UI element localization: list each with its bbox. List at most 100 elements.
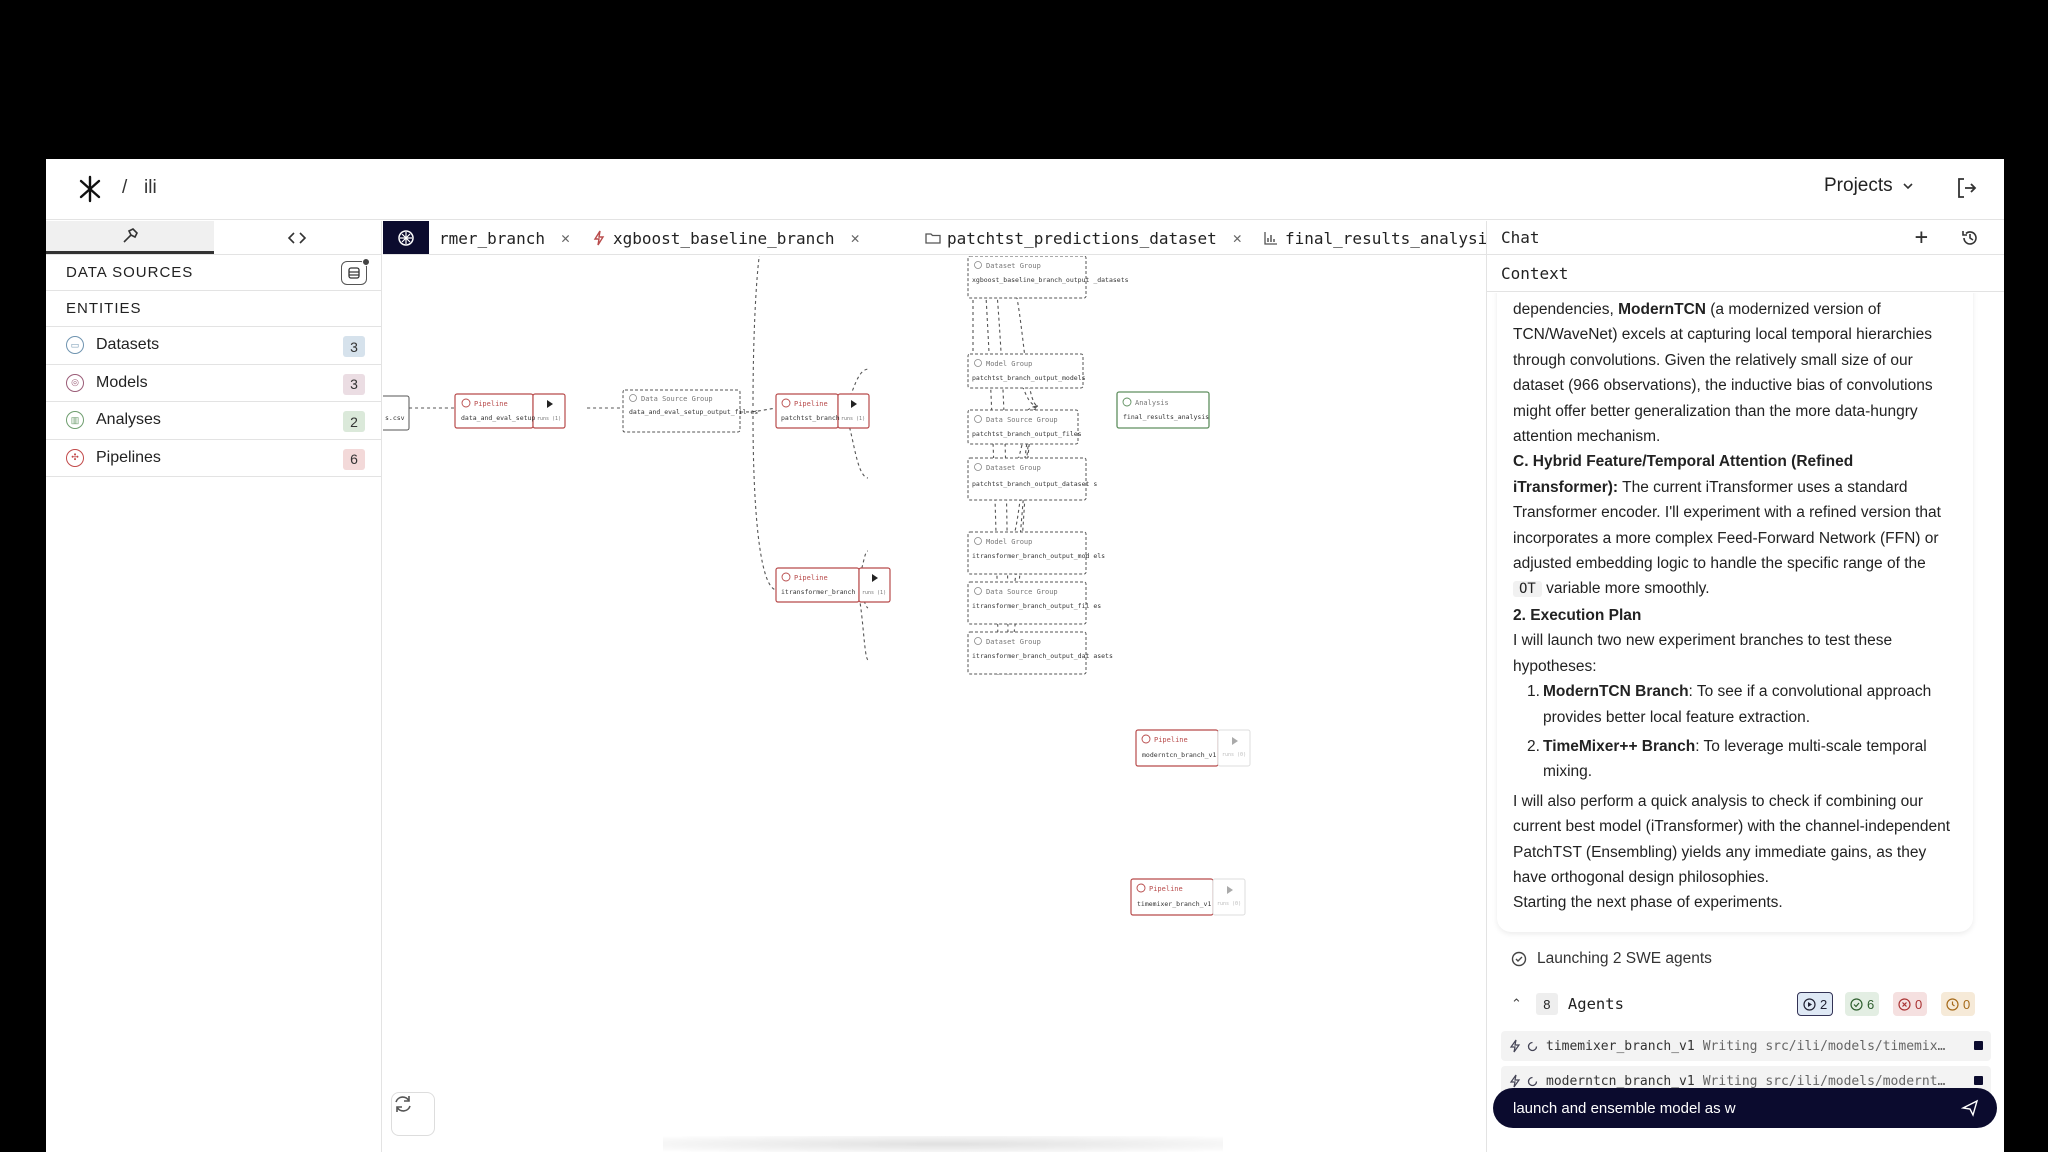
assistant-message: dependencies, ModernTCN (a modernized ve… (1497, 293, 1973, 932)
list-item: 2.TimeMixer++ Branch: To leverage multi-… (1513, 734, 1957, 785)
tab-xgboost-baseline-branch[interactable]: xgboost_baseline_branch ✕ (591, 221, 860, 254)
tab-patchtst-predictions-dataset[interactable]: patchtst_predictions_dataset ✕ (925, 221, 1242, 254)
done-badge[interactable]: 6 (1845, 992, 1880, 1016)
pipeline-icon (593, 230, 605, 246)
stop-icon[interactable] (1974, 1076, 1983, 1085)
running-badge[interactable]: 2 (1797, 992, 1834, 1016)
node-label: final_results_analysis (1123, 413, 1209, 421)
node-type: Dataset Group (986, 262, 1041, 270)
bolt-icon (1509, 1074, 1521, 1088)
message-text: : To see if a convolutional approach pro… (1543, 683, 1932, 726)
graph-node-patchtst-output-files[interactable]: Data Source Group patchtst_branch_output… (967, 409, 1082, 445)
graph-node-timemixer-branch[interactable]: Pipeline timemixer_branch_v1 runs (0) (1130, 878, 1246, 916)
new-chat-button[interactable]: + (1914, 225, 1928, 250)
entities-label: ENTITIES (66, 300, 142, 317)
close-icon[interactable]: ✕ (850, 229, 860, 247)
graph-node-patchtst-output-models[interactable]: Model Group patchtst_branch_output_model… (967, 353, 1086, 389)
sidebar-item-analyses[interactable]: ▥ Analyses 2 (46, 402, 381, 440)
tab-label: final_results_analysis (1285, 228, 1497, 248)
logo-icon[interactable] (76, 175, 104, 203)
close-icon[interactable]: ✕ (1232, 229, 1242, 247)
message-text: dependencies, (1513, 301, 1619, 318)
tab-tools[interactable] (46, 221, 214, 254)
active-tab-icon[interactable] (383, 221, 429, 254)
play-icon[interactable] (547, 400, 553, 408)
pending-badge[interactable]: 0 (1941, 992, 1976, 1016)
projects-dropdown[interactable]: Projects (1824, 175, 1915, 197)
send-icon[interactable] (1961, 1099, 1979, 1117)
check-circle-icon (1511, 951, 1527, 967)
node-type: Dataset Group (986, 638, 1041, 646)
data-sources-section[interactable]: DATA SOURCES (46, 255, 381, 291)
message-paragraph: C. Hybrid Feature/Temporal Attention (Re… (1513, 449, 1957, 602)
graph-node-final-results-analysis[interactable]: Analysis final_results_analysis (1116, 391, 1210, 429)
graph-node-itransformer-output-files[interactable]: Data Source Group itransformer_branch_ou… (967, 581, 1101, 625)
graph-node-moderntcn-branch[interactable]: Pipeline moderntcn_branch_v1 runs (0) (1135, 729, 1251, 767)
node-type: Pipeline (794, 574, 828, 582)
message-text: : To leverage multi-scale temporal mixin… (1543, 737, 1927, 781)
chevron-up-icon[interactable]: ⌃ (1511, 996, 1522, 1011)
data-source-icon (974, 415, 982, 423)
history-icon[interactable] (1960, 228, 1980, 248)
message-text: The current iTransformer uses a standard… (1513, 478, 1941, 573)
refresh-icon (395, 1096, 411, 1112)
node-label: data_and_eval_setup (461, 414, 535, 422)
graph-node-itransformer-output-models[interactable]: Model Group itransformer_branch_output_m… (967, 531, 1105, 575)
chat-input[interactable] (1513, 1099, 1933, 1117)
play-icon[interactable] (872, 574, 878, 582)
data-sources-button[interactable] (341, 258, 370, 285)
tab-label: patchtst_predictions_dataset (947, 228, 1217, 248)
graph-node-csv[interactable]: s.csv (383, 395, 410, 431)
model-icon (974, 537, 982, 545)
agent-activity: Writing src/ili/models/timemixer... (1702, 1038, 1953, 1054)
tab-code[interactable] (214, 221, 382, 254)
pipeline-icon (781, 572, 791, 582)
dataset-icon (974, 261, 982, 269)
agent-name: moderntcn_branch_v1 (1546, 1073, 1695, 1089)
message-bold: ModernTCN Branch (1543, 683, 1689, 701)
graph-node-data-and-eval-setup[interactable]: Pipeline data_and_eval_setup runs (1) (454, 393, 566, 429)
node-label: itransformer_branch_output_dat asets (972, 652, 1113, 660)
sidebar-item-models[interactable]: ◎ Models 3 (46, 365, 381, 402)
scroll-shadow (663, 1136, 1223, 1152)
hammer-icon (123, 228, 138, 243)
sidebar-item-pipelines[interactable]: ✣ Pipelines 6 (46, 440, 381, 477)
clock-icon (1946, 997, 1959, 1011)
spinner-icon (1527, 1041, 1538, 1051)
graph-node-xgboost-output-datasets[interactable]: Dataset Group xgboost_baseline_branch_ou… (967, 256, 1129, 299)
graph-node-itransformer-branch[interactable]: Pipeline itransformer_branch runs (1) (775, 567, 891, 603)
play-icon[interactable] (1227, 886, 1233, 894)
breadcrumb-project[interactable]: ili (144, 177, 157, 198)
failed-badge[interactable]: 0 (1893, 992, 1928, 1016)
agents-summary[interactable]: ⌃ 8 Agents 2 6 0 0 (1511, 990, 1989, 1018)
message-heading: 2. Execution Plan (1513, 603, 1957, 628)
chat-context[interactable]: Context (1487, 255, 2004, 292)
notification-dot (362, 258, 370, 266)
refresh-button[interactable] (391, 1092, 435, 1136)
graph-node-data-source-group[interactable]: Data Source Group data_and_eval_setup_ou… (622, 389, 758, 433)
chat-input-bar[interactable] (1493, 1088, 1997, 1128)
close-icon[interactable]: ✕ (560, 229, 570, 247)
graph-node-patchtst-branch[interactable]: Pipeline patchtst_branch runs (1) (775, 393, 870, 429)
list-number: 1. (1527, 683, 1540, 701)
node-type: Data Source Group (986, 416, 1058, 424)
pipeline-graph-canvas[interactable]: .edge { fill: none; stroke: #555; stroke… (383, 256, 1533, 1152)
message-text: I will launch two new experiment branche… (1513, 632, 1893, 675)
tab-itransformer-branch[interactable]: rmer_branch ✕ (439, 221, 570, 254)
graph-node-itransformer-output-datasets[interactable]: Dataset Group itransformer_branch_output… (967, 631, 1113, 675)
data-source-icon (974, 587, 982, 595)
message-text: I will also perform a quick analysis to … (1513, 792, 1951, 886)
agent-activity: Writing src/ili/models/moderntcn... (1702, 1073, 1953, 1089)
tab-final-results-analysis[interactable]: final_results_analysis ✕ (1263, 221, 1522, 254)
file-tabs: rmer_branch ✕ xgboost_baseline_branch ✕ … (383, 221, 1533, 255)
graph-node-patchtst-output-datasets[interactable]: Dataset Group patchtst_branch_output_dat… (967, 457, 1097, 501)
play-icon[interactable] (851, 400, 857, 408)
stop-icon[interactable] (1974, 1041, 1983, 1050)
sidebar-item-datasets[interactable]: ▭ Datasets 3 (46, 327, 381, 365)
play-icon[interactable] (1232, 737, 1238, 745)
check-circle-icon (1850, 997, 1863, 1011)
agent-item-timemixer[interactable]: timemixer_branch_v1 Writing src/ili/mode… (1501, 1031, 1991, 1061)
node-label: s.csv (385, 414, 405, 422)
node-type: Data Source Group (641, 395, 713, 403)
logout-icon[interactable] (1954, 175, 1980, 201)
